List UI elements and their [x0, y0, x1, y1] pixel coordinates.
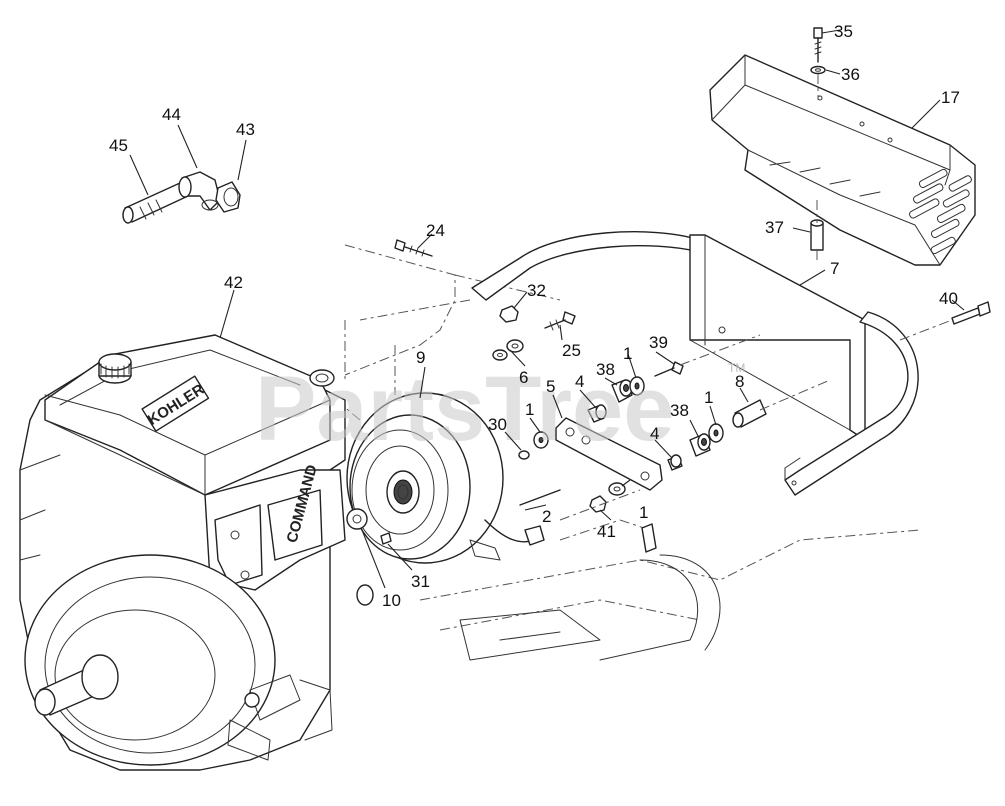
- label-8: 8: [735, 372, 744, 391]
- label-36: 36: [841, 65, 860, 84]
- part-labels: 35 36 17 44 43 45 24 37 7 42 32 40 25 9 …: [109, 22, 960, 610]
- label-38b: 38: [670, 401, 689, 420]
- label-45: 45: [109, 136, 128, 155]
- engine: KOHLER COMMAND: [19, 334, 374, 771]
- label-2: 2: [542, 507, 551, 526]
- label-5: 5: [546, 377, 555, 396]
- label-25: 25: [562, 341, 581, 360]
- label-1c: 1: [704, 388, 713, 407]
- watermark-tm: TM: [728, 361, 745, 375]
- label-37: 37: [765, 218, 784, 237]
- label-39: 39: [649, 333, 668, 352]
- label-42: 42: [224, 273, 243, 292]
- label-30: 30: [488, 415, 507, 434]
- label-7: 7: [830, 259, 839, 278]
- label-35: 35: [834, 22, 853, 41]
- belt-guard: [709, 27, 976, 266]
- label-40: 40: [939, 289, 958, 308]
- label-17: 17: [941, 88, 960, 107]
- label-41: 41: [597, 522, 616, 541]
- label-43: 43: [236, 120, 255, 139]
- label-6: 6: [519, 368, 528, 387]
- label-10: 10: [382, 591, 401, 610]
- label-32: 32: [527, 281, 546, 300]
- pto-clutch: [346, 392, 561, 564]
- watermark-text: PartsTree: [255, 358, 674, 460]
- small-parts: [359, 239, 831, 553]
- label-24: 24: [426, 221, 445, 240]
- leader-lines: [129, 29, 965, 589]
- mounting-bracket: [471, 231, 991, 496]
- label-1a: 1: [623, 344, 632, 363]
- watermark: PartsTree TM: [255, 358, 745, 460]
- label-38a: 38: [596, 360, 615, 379]
- label-9: 9: [416, 348, 425, 367]
- label-4b: 4: [650, 424, 659, 443]
- drain-fittings: [122, 171, 241, 224]
- label-4a: 4: [575, 372, 584, 391]
- label-44: 44: [162, 105, 181, 124]
- label-1b: 1: [525, 400, 534, 419]
- label-31: 31: [411, 572, 430, 591]
- label-1d: 1: [639, 503, 648, 522]
